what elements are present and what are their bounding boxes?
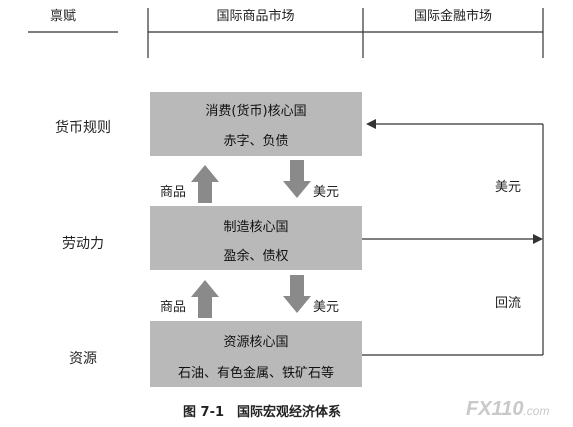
consumption-core-subtitle: 赤字、负债 — [223, 134, 289, 149]
label-dollar-upper: 美元 — [313, 185, 340, 200]
manufacturing-core-subtitle: 盈余、债权 — [223, 249, 289, 264]
consumption-core-box: 消费(货币)核心国 赤字、负债 — [150, 92, 362, 156]
label-backflow: 回流 — [495, 296, 522, 311]
manufacturing-core-box: 制造核心国 盈余、债权 — [150, 206, 362, 270]
header-endowment: 禀赋 — [50, 9, 77, 24]
label-goods-upper: 商品 — [160, 185, 187, 200]
dollar-return-arrowhead — [366, 119, 376, 129]
row-label-labor: 劳动力 — [62, 236, 104, 252]
resource-core-subtitle: 石油、有色金属、铁矿石等 — [177, 366, 334, 381]
header-financial-market: 国际金融市场 — [413, 9, 492, 24]
figure-caption: 图 7-1 国际宏观经济体系 — [183, 405, 342, 420]
header-goods-market: 国际商品市场 — [216, 9, 295, 24]
resource-core-box: 资源核心国 石油、有色金属、铁矿石等 — [150, 321, 362, 387]
label-goods-lower: 商品 — [160, 300, 187, 315]
label-dollar-right: 美元 — [495, 180, 522, 195]
label-dollar-lower: 美元 — [313, 300, 340, 315]
row-label-resources: 资源 — [69, 351, 97, 367]
consumption-core-title: 消费(货币)核心国 — [205, 104, 307, 119]
watermark-suffix: .com — [523, 404, 550, 418]
goods-up-arrow-upper — [191, 165, 219, 203]
watermark-brand: FX110 — [466, 398, 524, 420]
goods-up-arrow-lower — [191, 280, 219, 318]
dollar-out-arrowhead — [533, 234, 543, 244]
dollar-down-arrow-upper — [283, 160, 311, 198]
dollar-down-arrow-lower — [283, 275, 311, 313]
watermark-logo: FX110.com — [466, 398, 549, 421]
manufacturing-core-title: 制造核心国 — [223, 220, 289, 235]
row-label-currency-rules: 货币规则 — [55, 120, 111, 136]
resource-core-title: 资源核心国 — [223, 335, 289, 350]
